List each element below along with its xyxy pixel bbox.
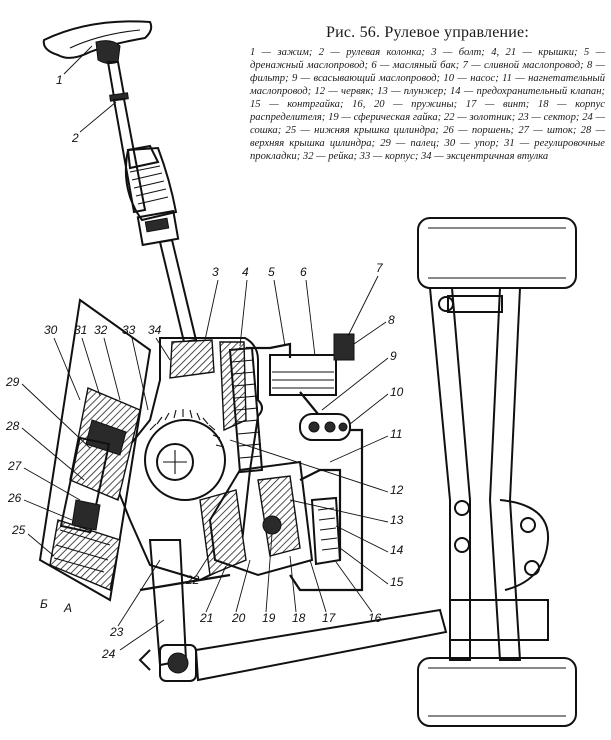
callout-10: 10 [390,385,404,399]
callout-24: 24 [101,647,116,661]
callout-31: 31 [74,323,87,337]
callout-23: 23 [109,625,124,639]
callout-32: 32 [94,323,108,337]
steering-wheel [42,20,153,65]
figure-title: Рис. 56. Рулевое управление: [326,24,529,41]
callout-9: 9 [390,349,397,363]
callout-21: 21 [199,611,213,625]
callout-19: 19 [262,611,276,625]
axle-assembly [417,217,577,727]
pitman-arm [138,539,448,682]
sector-gear-teeth [149,409,225,448]
callout-26: 26 [7,491,22,505]
callout-6: 6 [300,265,307,279]
callout-28: 28 [5,419,20,433]
callout-13: 13 [390,513,404,527]
callout-A: А [63,601,72,615]
callout-29: 29 [5,375,20,389]
gear-housing [108,337,314,582]
callout-4: 4 [242,265,249,279]
callout-25: 25 [11,523,26,537]
hydraulic-cylinder [38,298,152,602]
oil-system [139,333,364,592]
callout-labels: 1 2 3 4 5 6 7 8 9 10 11 12 13 14 15 16 1… [5,45,404,661]
callout-34: 34 [148,323,162,337]
callout-16: 16 [368,611,382,625]
callout-27: 27 [7,459,23,473]
callout-30: 30 [44,323,58,337]
callout-15: 15 [390,575,404,589]
callout-5: 5 [268,265,275,279]
steering-column [106,61,198,344]
callout-12: 12 [390,483,404,497]
callout-3: 3 [212,265,219,279]
callout-2: 2 [71,131,79,145]
callout-8: 8 [388,313,395,327]
callout-B: Б [40,597,48,611]
callout-18: 18 [292,611,306,625]
callout-17: 17 [322,611,337,625]
figure-caption: Рис. 56. Рулевое управление: 1 — зажим; … [250,24,605,163]
callout-14: 14 [390,543,404,557]
callout-33: 33 [122,323,136,337]
callout-22: 22 [185,573,200,587]
callout-11: 11 [390,427,402,441]
figure-legend: 1 — зажим; 2 — рулевая колонка; 3 — болт… [250,47,605,162]
callout-20: 20 [231,611,246,625]
callout-1: 1 [56,73,63,87]
callout-7: 7 [376,261,384,275]
